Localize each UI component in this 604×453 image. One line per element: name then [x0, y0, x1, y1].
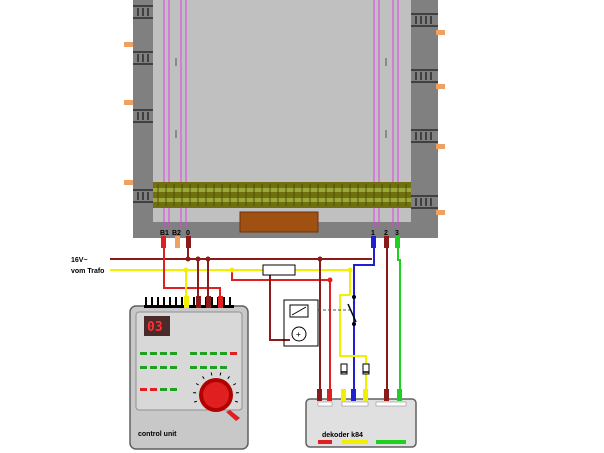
wire-b1-red	[163, 248, 221, 298]
indicator-led	[140, 388, 147, 391]
svg-text:+: +	[296, 330, 301, 339]
wire-t3-green	[397, 248, 401, 395]
position-marker	[124, 100, 133, 105]
decoder: dekoder k84	[305, 389, 417, 448]
diodes	[340, 363, 370, 375]
indicator-led	[150, 352, 157, 355]
supply-label-source: vom Trafo	[71, 268, 104, 275]
terminal-label-2: 2	[384, 230, 388, 237]
resistor	[262, 264, 296, 276]
bridge-ties	[157, 184, 407, 206]
wire-t1-blue	[353, 248, 375, 395]
indicator-led	[200, 366, 207, 369]
indicator-led	[170, 352, 177, 355]
indicator-led	[140, 352, 147, 355]
position-marker	[436, 144, 445, 149]
indicator-led	[210, 352, 217, 355]
indicator-led	[200, 352, 207, 355]
wire-resistor-branch	[269, 270, 290, 341]
indicator-led	[190, 366, 197, 369]
indicator-led	[170, 366, 177, 369]
position-marker	[124, 42, 133, 47]
indicator-led	[150, 366, 157, 369]
control-unit-display	[144, 316, 170, 336]
terminal-label-b1: B1	[160, 230, 169, 237]
control-unit-leds	[140, 352, 237, 391]
transfer-table	[124, 0, 445, 238]
position-marker	[124, 180, 133, 185]
indicator-led	[220, 352, 227, 355]
wire-supply-yellow	[110, 269, 351, 295]
wire-red-decoder	[231, 270, 331, 395]
control-unit: 03 control unit	[129, 296, 249, 450]
control-unit-label: control unit	[138, 431, 177, 438]
bridge-track	[153, 182, 411, 208]
indicator-led	[160, 388, 167, 391]
position-marker	[436, 210, 445, 215]
bridge-rail	[153, 198, 411, 202]
indicator-led	[170, 388, 177, 391]
terminal-label-0: 0	[186, 230, 190, 237]
bridge-rail	[153, 188, 411, 192]
indicator-led	[230, 352, 237, 355]
drive-motor	[239, 211, 319, 233]
indicator-led	[190, 352, 197, 355]
terminal-label-1: 1	[371, 230, 375, 237]
terminal-label-3: 3	[395, 230, 399, 237]
terminal-label-b2: B2	[172, 230, 181, 237]
indicator-led	[160, 352, 167, 355]
decoder-label: dekoder k84	[322, 432, 363, 439]
display-value: 03	[147, 320, 163, 335]
indicator-led	[210, 366, 217, 369]
indicator-led	[160, 366, 167, 369]
indicator-led	[220, 366, 227, 369]
indicator-led	[140, 366, 147, 369]
table-terminals: B1 B2 0 1 2 3	[160, 230, 400, 248]
position-marker	[436, 30, 445, 35]
switch	[347, 295, 357, 326]
side-tracks	[133, 5, 438, 209]
indicator-led	[150, 388, 157, 391]
control-knob[interactable]	[193, 372, 240, 421]
supply-label-voltage: 16V~	[71, 257, 88, 264]
position-marker	[436, 84, 445, 89]
relay-circuit: +	[283, 299, 319, 347]
